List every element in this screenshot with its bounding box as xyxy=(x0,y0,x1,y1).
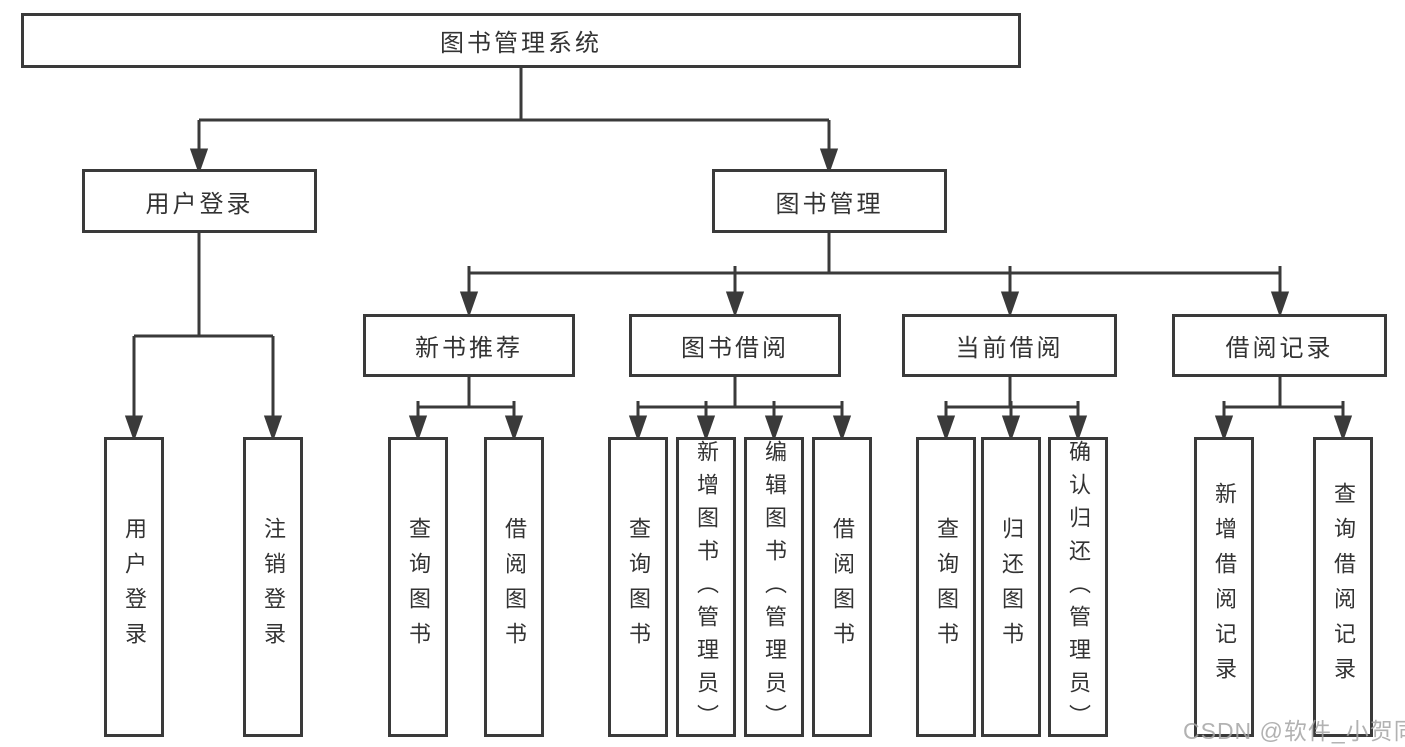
leaf-borrow-query-book-label: 查询图书 xyxy=(626,517,651,657)
node-current-borrow: 当前借阅 xyxy=(902,314,1117,377)
leaf-borrow-add-book-admin: 新增图书（管理员） xyxy=(676,437,736,737)
leaf-current-query-book-label: 查询图书 xyxy=(934,517,959,657)
leaf-borrow-query-book: 查询图书 xyxy=(608,437,668,737)
leaf-borrow-borrow-book: 借阅图书 xyxy=(812,437,872,737)
leaf-logout-login: 注销登录 xyxy=(243,437,303,737)
connector-user-login-branch xyxy=(124,233,283,442)
leaf-user-login-label: 用户登录 xyxy=(122,517,147,657)
leaf-newbook-query-book-label: 查询图书 xyxy=(406,517,431,657)
leaf-borrow-borrow-book-label: 借阅图书 xyxy=(830,517,855,657)
connector-root-to-level2 xyxy=(189,68,839,175)
leaf-borrow-edit-book-admin: 编辑图书（管理员） xyxy=(744,437,804,737)
connector-borrow-record-branch xyxy=(1214,377,1353,442)
node-book-borrow: 图书借阅 xyxy=(629,314,841,377)
leaf-newbook-borrow-book: 借阅图书 xyxy=(484,437,544,737)
leaf-current-return-book-label: 归还图书 xyxy=(999,517,1024,657)
leaf-logout-login-label: 注销登录 xyxy=(261,517,286,657)
leaf-record-query-borrow-record-label: 查询借阅记录 xyxy=(1331,482,1356,692)
watermark: CSDN @软件_小贺同学 xyxy=(1183,718,1405,744)
leaf-current-return-book: 归还图书 xyxy=(981,437,1041,737)
node-book-management: 图书管理 xyxy=(712,169,947,233)
leaf-user-login: 用户登录 xyxy=(104,437,164,737)
leaf-record-add-borrow-record-label: 新增借阅记录 xyxy=(1212,482,1237,692)
leaf-newbook-borrow-book-label: 借阅图书 xyxy=(502,517,527,657)
connector-book-borrow-branch xyxy=(628,377,852,442)
leaf-record-query-borrow-record: 查询借阅记录 xyxy=(1313,437,1373,737)
connector-current-borrow-branch xyxy=(936,377,1088,442)
leaf-record-add-borrow-record: 新增借阅记录 xyxy=(1194,437,1254,737)
connector-new-book-branch xyxy=(408,377,524,442)
leaf-current-confirm-return-admin: 确认归还（管理员） xyxy=(1048,437,1108,737)
leaf-borrow-edit-book-admin-label: 编辑图书（管理员） xyxy=(762,440,787,737)
node-new-book-recommend: 新书推荐 xyxy=(363,314,575,377)
node-root: 图书管理系统 xyxy=(21,13,1021,68)
leaf-newbook-query-book: 查询图书 xyxy=(388,437,448,737)
leaf-borrow-add-book-admin-label: 新增图书（管理员） xyxy=(694,440,719,737)
leaf-current-confirm-return-admin-label: 确认归还（管理员） xyxy=(1066,440,1091,737)
connector-book-management-branch xyxy=(459,233,1290,318)
leaf-current-query-book: 查询图书 xyxy=(916,437,976,737)
node-borrow-record: 借阅记录 xyxy=(1172,314,1387,377)
node-user-login: 用户登录 xyxy=(82,169,317,233)
